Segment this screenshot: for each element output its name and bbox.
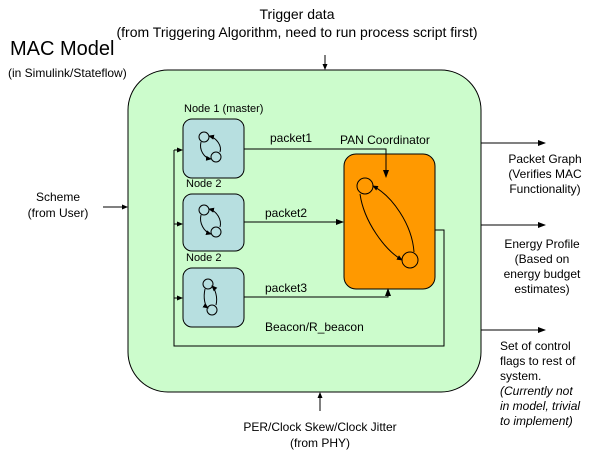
trigger-data-source: (from Triggering Algorithm, need to run … — [116, 24, 478, 40]
energy-profile-label: Energy Profile — [504, 237, 580, 251]
node-3-box — [182, 267, 245, 328]
packet3-label: packet3 — [265, 281, 308, 295]
trigger-data-label: Trigger data — [259, 6, 335, 22]
beacon-feedback-loop — [173, 147, 445, 347]
control-flags-note-1: (Currently not — [500, 384, 573, 398]
packet-arrows — [244, 148, 391, 298]
node-3-label: Node 2 — [186, 252, 222, 264]
node-1-label: Node 1 (master) — [184, 103, 264, 115]
packet1-label: packet1 — [270, 131, 313, 145]
control-flags-label-1: Set of control — [500, 339, 571, 353]
control-flags-note-2: in model, trivial — [500, 399, 581, 413]
node-2-box — [182, 193, 245, 252]
scheme-label: Scheme — [35, 190, 81, 204]
pan-coordinator-label: PAN Coordinator — [340, 133, 430, 147]
energy-profile-note-1: (Based on — [514, 252, 570, 266]
phy-input-label: PER/Clock Skew/Clock Jitter — [243, 420, 397, 434]
scheme-source: (from User) — [27, 206, 89, 220]
packet2-label: packet2 — [265, 206, 308, 220]
packet-graph-note-1: (Verifies MAC — [508, 167, 582, 181]
packet-graph-note-2: Functionality) — [509, 182, 581, 196]
node-3-state-machine — [202, 278, 218, 316]
packet-graph-label: Packet Graph — [508, 152, 582, 166]
energy-profile-note-3: estimates) — [514, 282, 570, 296]
node-1-box — [182, 118, 245, 179]
node-2-label: Node 2 — [186, 178, 222, 190]
coordinator-state-machine — [356, 177, 419, 269]
model-title: MAC Model — [10, 38, 115, 60]
control-flags-label-3: system. — [500, 369, 542, 383]
node-1-state-machine — [198, 131, 222, 163]
model-subtitle: (in Simulink/Stateflow) — [8, 66, 127, 80]
control-flags-note-3: to implement) — [500, 414, 573, 428]
phy-input-source: (from PHY) — [290, 436, 350, 450]
pan-coordinator-box — [343, 153, 436, 290]
energy-profile-note-2: energy budget — [503, 267, 581, 281]
control-flags-label-2: flags to rest of — [500, 354, 576, 368]
node-2-state-machine — [198, 204, 222, 238]
beacon-label: Beacon/R_beacon — [265, 320, 364, 334]
